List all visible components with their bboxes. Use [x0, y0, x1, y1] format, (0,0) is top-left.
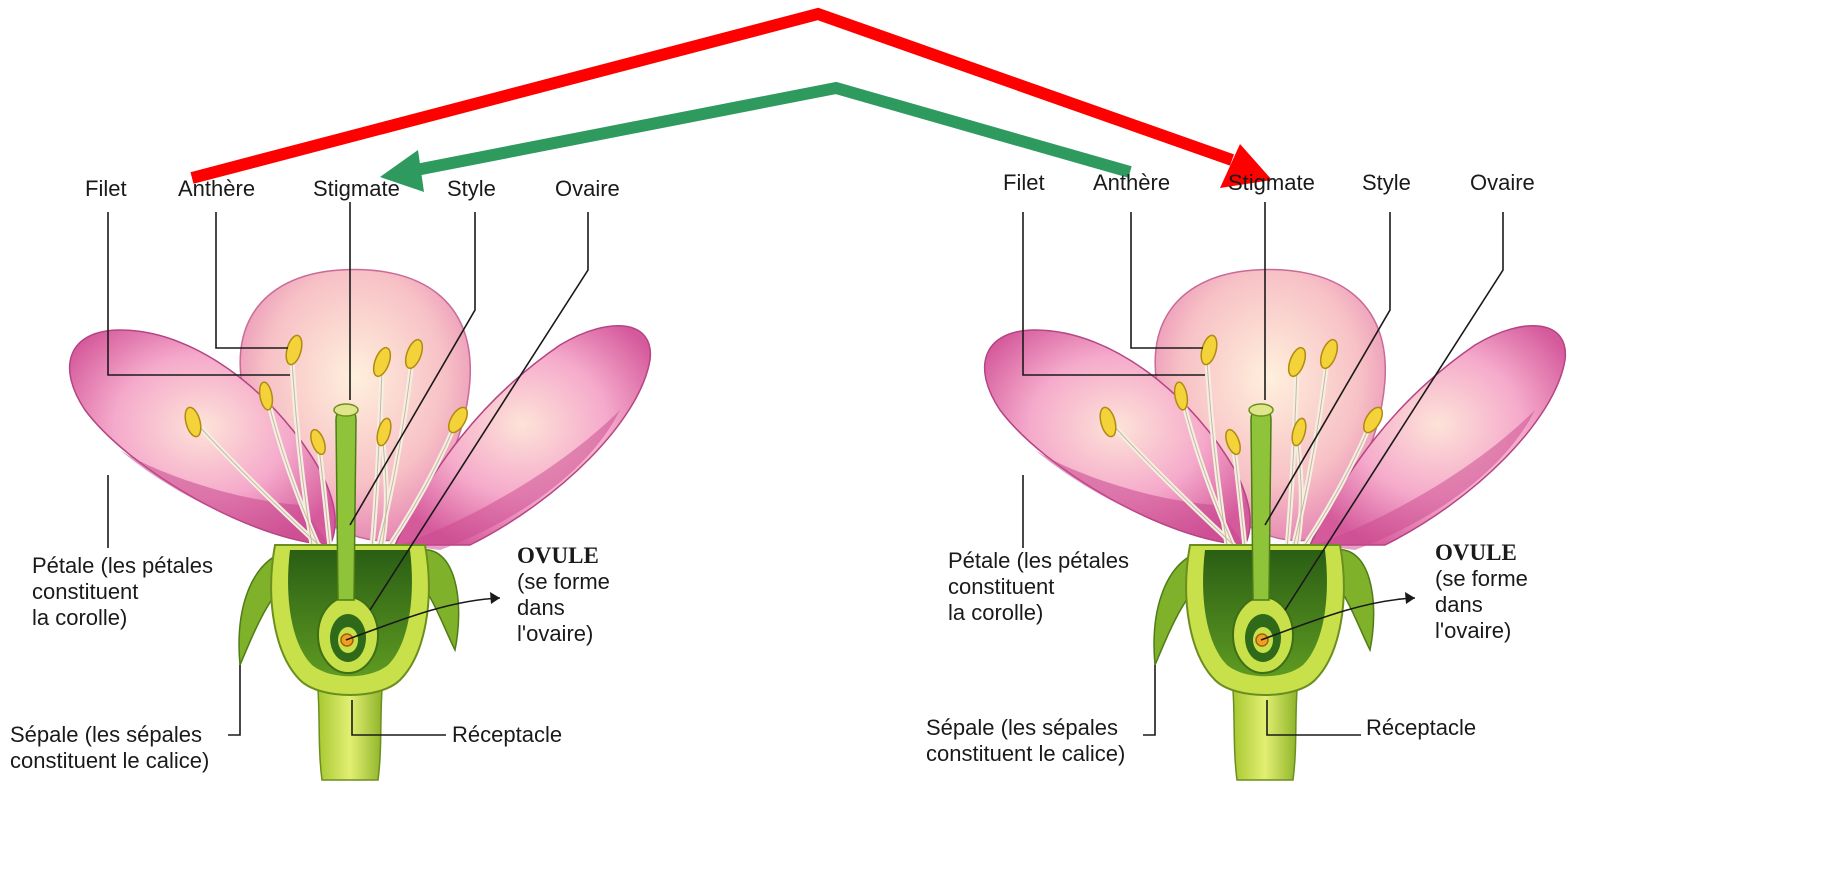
petale-line-1: Pétale (les pétales [948, 548, 1129, 574]
flower-illustration-right [985, 202, 1566, 780]
label-style-right: Style [1362, 170, 1411, 196]
label-stigmate-left: Stigmate [313, 176, 400, 202]
label-petale-left: Pétale (les pétales constituent la corol… [32, 553, 213, 631]
label-ovaire-left: Ovaire [555, 176, 620, 202]
sepale-line-1: Sépale (les sépales [10, 722, 209, 748]
petale-line-2: constituent [948, 574, 1129, 600]
sepale-line-2: constituent le calice) [926, 741, 1125, 767]
sepale-line-1: Sépale (les sépales [926, 715, 1125, 741]
sepale-line-2: constituent le calice) [10, 748, 209, 774]
flower-illustration-left [70, 202, 651, 780]
ovule-title: OVULE [1435, 540, 1528, 566]
label-style-left: Style [447, 176, 496, 202]
petale-line-3: la corolle) [948, 600, 1129, 626]
petale-line-3: la corolle) [32, 605, 213, 631]
label-petale-right: Pétale (les pétales constituent la corol… [948, 548, 1129, 626]
petale-line-1: Pétale (les pétales [32, 553, 213, 579]
ovule-line-3: l'ovaire) [517, 621, 610, 647]
label-filet-right: Filet [1003, 170, 1045, 196]
label-sepale-right: Sépale (les sépales constituent le calic… [926, 715, 1125, 767]
label-sepale-left: Sépale (les sépales constituent le calic… [10, 722, 209, 774]
label-filet-left: Filet [85, 176, 127, 202]
label-ovaire-right: Ovaire [1470, 170, 1535, 196]
ovule-line-2: dans [1435, 592, 1528, 618]
label-ovule-left: OVULE (se forme dans l'ovaire) [517, 543, 610, 647]
petale-line-2: constituent [32, 579, 213, 605]
ovule-line-1: (se forme [517, 569, 610, 595]
ovule-title: OVULE [517, 543, 610, 569]
ovule-line-2: dans [517, 595, 610, 621]
label-anthere-left: Anthère [178, 176, 255, 202]
label-receptacle-right: Réceptacle [1366, 715, 1476, 741]
label-anthere-right: Anthère [1093, 170, 1170, 196]
label-stigmate-right: Stigmate [1228, 170, 1315, 196]
ovule-line-3: l'ovaire) [1435, 618, 1528, 644]
label-receptacle-left: Réceptacle [452, 722, 562, 748]
ovule-line-1: (se forme [1435, 566, 1528, 592]
label-ovule-right: OVULE (se forme dans l'ovaire) [1435, 540, 1528, 644]
